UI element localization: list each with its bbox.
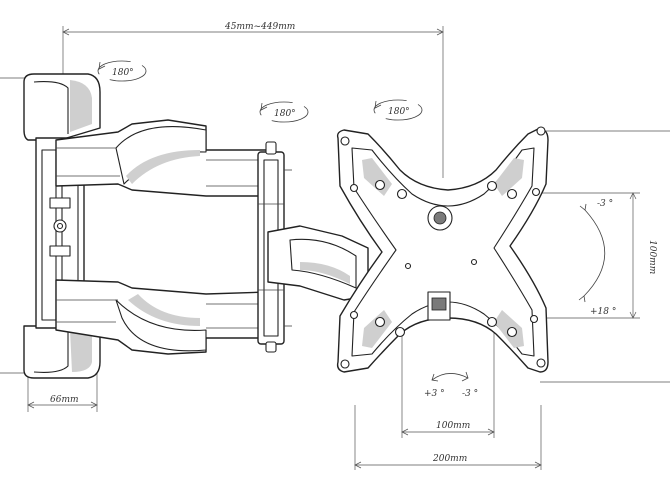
vesa-inner-label: 100mm xyxy=(436,421,470,431)
head-joint-rotation-label: 180° xyxy=(388,107,410,117)
vesa-plate xyxy=(336,126,549,373)
swivel-left-label: +3 ° xyxy=(424,389,445,399)
elbow-joint-rotation-label: 180° xyxy=(274,109,296,119)
extension-dimension-label: 45mm~449mm xyxy=(224,22,295,32)
vesa-outer-label: 200mm xyxy=(432,454,467,464)
vesa-outer-dimension: 200mm xyxy=(354,405,542,470)
wall-joint-rotation: 180° xyxy=(97,60,147,82)
forearm xyxy=(267,225,369,301)
vesa-inner-dimension: 100mm xyxy=(401,332,495,438)
tilt-down-label: +18 ° xyxy=(590,307,616,317)
vesa-vertical-dimension: 100mm xyxy=(540,130,670,383)
elbow-joint-rotation: 180° xyxy=(259,101,309,123)
tilt-up-label: -3 ° xyxy=(597,199,613,209)
head-joint-rotation: 180° xyxy=(373,99,423,121)
tilt-indicator: -3 ° +18 ° xyxy=(578,199,616,317)
wall-joint-rotation-label: 180° xyxy=(112,68,134,78)
upper-arm xyxy=(55,119,269,197)
swivel-indicator: +3 ° -3 ° xyxy=(424,371,478,399)
swivel-right-label: -3 ° xyxy=(462,389,478,399)
wall-depth-label: 66mm xyxy=(50,395,79,405)
extension-dimension: 45mm~449mm xyxy=(62,22,444,178)
vesa-vertical-label: 100mm xyxy=(647,240,657,274)
